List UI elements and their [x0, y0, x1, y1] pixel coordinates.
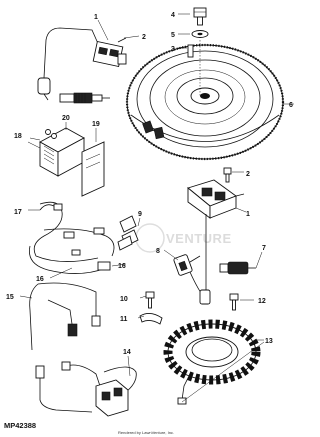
- callout-10: 10: [120, 296, 128, 303]
- rectifier-bracket[interactable]: [81, 141, 105, 197]
- stator[interactable]: [163, 319, 261, 405]
- callout-2-upper: 2: [142, 34, 146, 41]
- wire-clip[interactable]: [117, 215, 139, 251]
- ignition-harness[interactable]: [29, 282, 101, 351]
- flywheel-bolt[interactable]: [193, 7, 207, 26]
- spark-plug[interactable]: [59, 92, 110, 104]
- oil-pressure-switch[interactable]: [219, 261, 256, 275]
- flywheel-key[interactable]: [187, 44, 194, 58]
- flywheel-washer[interactable]: [191, 30, 209, 38]
- leader-lines: [19, 13, 294, 403]
- callout-15: 15: [6, 294, 14, 301]
- callout-16-left: 16: [36, 276, 44, 283]
- callout-1-lower: 1: [246, 211, 250, 218]
- watermark: VENTURE: [135, 223, 232, 253]
- callout-19: 19: [92, 121, 100, 128]
- callout-14: 14: [123, 349, 131, 356]
- callout-16-right: 16: [118, 263, 126, 270]
- callout-2-lower: 2: [246, 171, 250, 178]
- stator-screw[interactable]: [229, 293, 239, 311]
- clamp-screw[interactable]: [145, 291, 155, 309]
- callout-6: 6: [289, 102, 293, 109]
- callout-18: 18: [14, 133, 22, 140]
- wire-clamp[interactable]: [139, 313, 163, 325]
- callout-17: 17: [14, 209, 22, 216]
- callout-8: 8: [156, 248, 160, 255]
- ignition-module[interactable]: [187, 179, 245, 219]
- plug-wire-connector[interactable]: [173, 254, 211, 305]
- callout-3: 3: [171, 46, 175, 53]
- callout-9: 9: [138, 211, 142, 218]
- callouts: 1 2 3 4 5 6 18 20 19 2 1 17 9 7 8 16 16 …: [6, 12, 293, 356]
- callout-7: 7: [262, 245, 266, 252]
- flywheel[interactable]: [125, 43, 285, 161]
- ignition-parts-diagram: VENTURE: [4, 7, 294, 435]
- diagram-code: MP42388: [4, 421, 36, 430]
- ground-wire[interactable]: [39, 203, 63, 211]
- callout-4: 4: [171, 12, 175, 19]
- callout-1-upper: 1: [94, 14, 98, 21]
- callout-5: 5: [171, 32, 175, 39]
- ignition-module-screw[interactable]: [223, 167, 232, 183]
- wire-harness[interactable]: [29, 201, 115, 274]
- footer-credit: Rendered by LawnVenture, Inc.: [118, 430, 174, 435]
- rectifier-module[interactable]: [39, 127, 85, 177]
- callout-13: 13: [265, 338, 273, 345]
- spark-plug-boot[interactable]: [37, 27, 127, 101]
- watermark-text: VENTURE: [166, 231, 232, 246]
- lower-harness[interactable]: [35, 361, 137, 417]
- callout-20: 20: [62, 115, 70, 122]
- callout-12: 12: [258, 298, 266, 305]
- callout-11: 11: [120, 316, 128, 323]
